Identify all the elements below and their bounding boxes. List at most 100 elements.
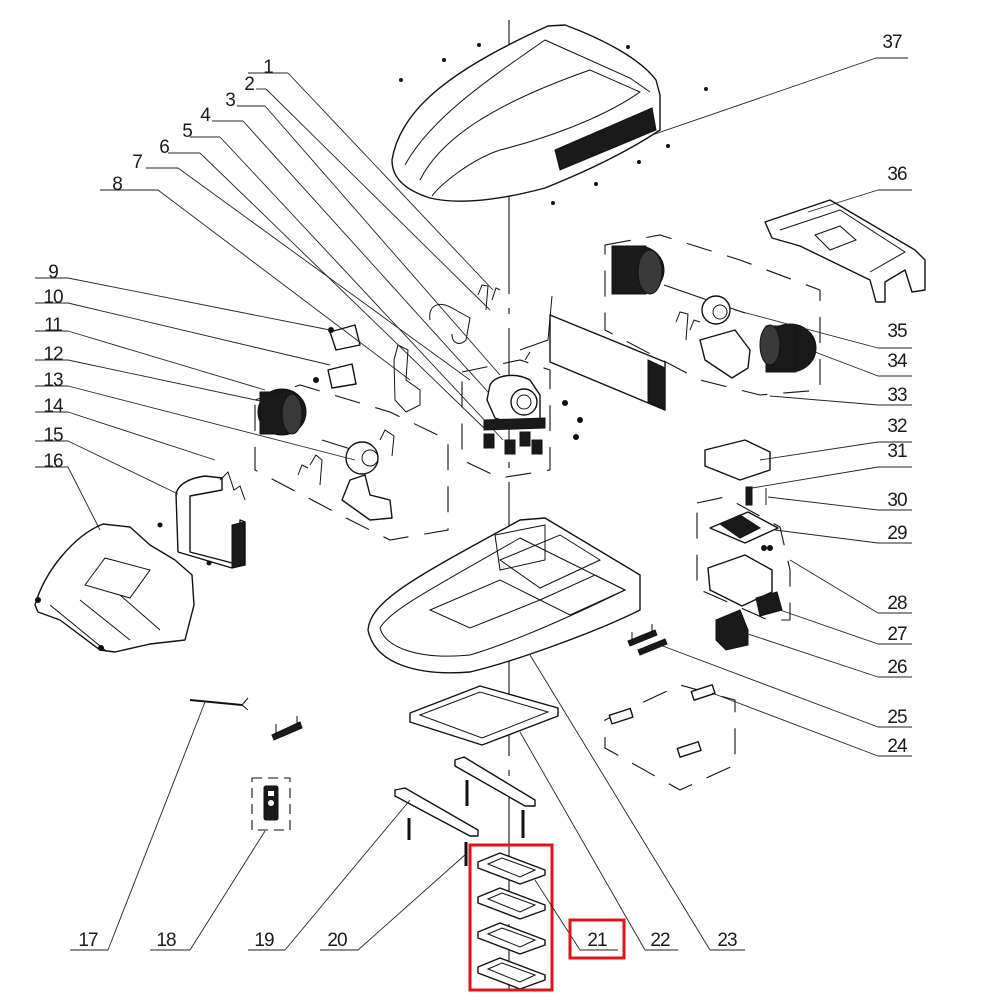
- callout-10[interactable]: 10: [35, 287, 68, 308]
- blower-wheel-evap: [257, 388, 307, 436]
- leader-line-20: [357, 853, 467, 951]
- callout-number: 6: [159, 137, 169, 158]
- leader-line-12: [67, 359, 266, 403]
- leader-line-8: [157, 189, 411, 381]
- callout-13[interactable]: 13: [35, 370, 68, 391]
- callout-21-highlight-box: [568, 918, 626, 960]
- base-pan-part[interactable]: [367, 517, 641, 674]
- callout-37[interactable]: 37: [876, 32, 908, 59]
- callout-number: 18: [156, 930, 176, 951]
- callout-16[interactable]: 16: [35, 451, 68, 472]
- leader-line-35: [734, 309, 879, 349]
- part-21-highlight-box: [468, 843, 554, 992]
- callout-28[interactable]: 28: [878, 593, 912, 614]
- leader-line-6: [199, 152, 487, 431]
- callout-number: 30: [887, 490, 907, 511]
- callout-22[interactable]: 22: [645, 930, 678, 951]
- callout-number: 22: [650, 930, 670, 951]
- callout-20[interactable]: 20: [320, 930, 358, 951]
- callout-number: 36: [887, 164, 907, 185]
- callout-36[interactable]: 36: [878, 164, 912, 191]
- callout-1[interactable]: 1: [248, 57, 288, 78]
- control-switch-part[interactable]: [251, 777, 291, 831]
- callout-29[interactable]: 29: [878, 523, 912, 544]
- callout-number: 29: [887, 523, 907, 544]
- callout-number: 9: [48, 262, 58, 283]
- callout-18[interactable]: 18: [150, 930, 190, 951]
- roof-gasket-part[interactable]: [409, 685, 559, 746]
- callout-24[interactable]: 24: [878, 736, 912, 757]
- callout-number: 17: [78, 930, 98, 951]
- control-box-group-part[interactable]: [696, 439, 791, 651]
- evaporator-fan-assembly-part[interactable]: [254, 384, 449, 541]
- leader-line-36: [807, 189, 879, 213]
- callout-31[interactable]: 31: [878, 441, 912, 468]
- leader-line-2: [265, 88, 491, 311]
- ceiling-gasket-3: [477, 922, 546, 955]
- leader-line-23: [529, 654, 711, 951]
- leader-line-18: [189, 830, 266, 951]
- rails-part[interactable]: [627, 624, 668, 656]
- condenser-coil-part[interactable]: [429, 284, 666, 411]
- leader-line-19: [284, 799, 411, 951]
- callout-number: 32: [887, 416, 907, 437]
- callout-19[interactable]: 19: [248, 930, 285, 951]
- callout-17[interactable]: 17: [70, 930, 108, 951]
- callout-number: 3: [225, 90, 235, 111]
- callout-32[interactable]: 32: [878, 416, 912, 443]
- top-cover-insert-part[interactable]: [764, 199, 926, 303]
- callout-number: 28: [887, 593, 907, 614]
- callout-9[interactable]: 9: [35, 262, 68, 283]
- leader-line-11: [67, 330, 266, 391]
- condenser-fan-assembly-part[interactable]: [604, 234, 821, 396]
- callout-number: 13: [43, 370, 63, 391]
- callout-35[interactable]: 35: [878, 321, 912, 349]
- callout-5[interactable]: 5: [182, 121, 220, 142]
- leader-line-27: [779, 609, 879, 645]
- callout-2[interactable]: 2: [244, 74, 266, 95]
- outer-shroud-part[interactable]: [391, 24, 708, 205]
- ceiling-gasket-opening: [486, 927, 537, 948]
- callout-34[interactable]: 34: [878, 351, 912, 377]
- foam-blocks-part[interactable]: [604, 684, 736, 791]
- mounting-brackets-part[interactable]: [394, 756, 536, 866]
- callout-number: 37: [882, 32, 902, 53]
- callout-4[interactable]: 4: [200, 105, 243, 126]
- callout-15[interactable]: 15: [35, 425, 68, 446]
- callout-6[interactable]: 6: [159, 137, 200, 158]
- callout-number: 2: [244, 74, 254, 95]
- evaporator-coil-part[interactable]: [175, 471, 246, 569]
- ceiling-gasket-2: [477, 887, 546, 920]
- front-shroud-part[interactable]: [34, 522, 212, 653]
- ceiling-gaskets-part[interactable]: [477, 852, 546, 990]
- leader-line-31: [751, 466, 879, 489]
- callout-number: 33: [887, 385, 907, 406]
- leader-line-24: [711, 692, 879, 757]
- leader-line-33: [769, 395, 879, 406]
- callout-23[interactable]: 23: [710, 930, 745, 951]
- callout-7[interactable]: 7: [132, 152, 178, 173]
- compressor-assembly-part[interactable]: [313, 324, 583, 479]
- leader-line-5: [219, 136, 504, 441]
- callout-30[interactable]: 30: [878, 490, 912, 511]
- wire-harness-part[interactable]: [189, 697, 303, 741]
- callout-11[interactable]: 11: [35, 315, 68, 336]
- callout-33[interactable]: 33: [878, 385, 912, 406]
- callout-3[interactable]: 3: [225, 90, 265, 111]
- callout-21[interactable]: 21: [580, 930, 618, 951]
- ceiling-gasket-4: [477, 957, 546, 990]
- callout-14[interactable]: 14: [35, 396, 68, 417]
- callout-number: 21: [587, 930, 607, 951]
- callout-25[interactable]: 25: [878, 707, 912, 728]
- callout-12[interactable]: 12: [35, 344, 68, 365]
- leader-line-4: [242, 120, 489, 393]
- leader-line-25: [659, 644, 879, 728]
- blower-wheel-right: [759, 323, 817, 373]
- callout-26[interactable]: 26: [878, 657, 912, 678]
- callout-8[interactable]: 8: [100, 174, 158, 195]
- leader-line-21: [534, 879, 581, 951]
- callout-27[interactable]: 27: [878, 624, 912, 645]
- callout-number: 23: [717, 930, 737, 951]
